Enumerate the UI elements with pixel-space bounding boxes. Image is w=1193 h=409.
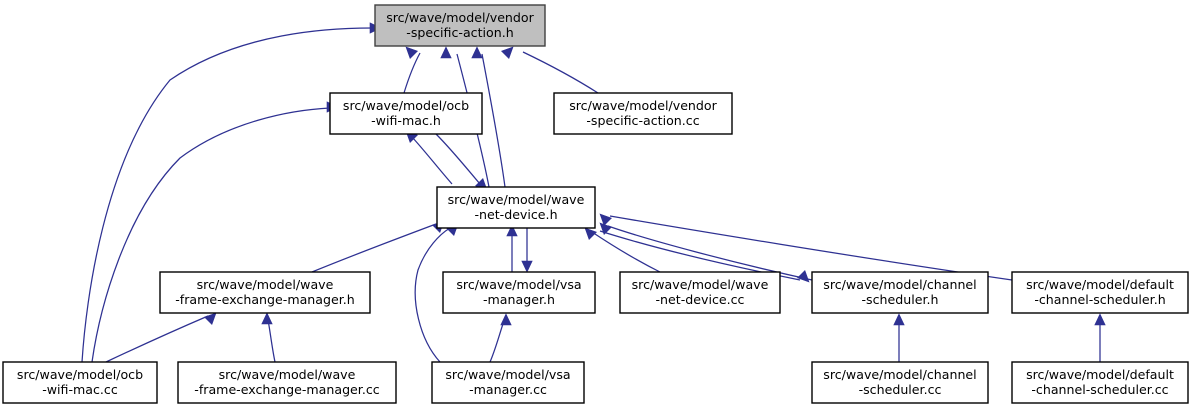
graph-node-wave-frame-exchange-manager-cc[interactable]: src/wave/model/wave-frame-exchange-manag…: [177, 361, 397, 404]
node-box[interactable]: [177, 361, 397, 404]
node-box[interactable]: [811, 271, 989, 314]
graph-edge: [91, 107, 331, 363]
arrow-head-icon: [599, 222, 613, 236]
graph-node-default-channel-scheduler-cc[interactable]: src/wave/model/default-channel-scheduler…: [1011, 361, 1189, 404]
node-box[interactable]: [159, 271, 371, 314]
arrow-head-icon: [599, 213, 613, 227]
node-box[interactable]: [431, 361, 585, 404]
node-box[interactable]: [329, 92, 483, 135]
graph-edge: [403, 52, 421, 94]
node-box[interactable]: [619, 271, 781, 314]
graph-nodes: src/wave/model/vendor-specific-action.h s…: [2, 4, 1189, 404]
graph-edge: [411, 136, 453, 185]
node-box[interactable]: [436, 186, 596, 229]
graph-edge: [607, 225, 813, 281]
graph-node-vendor-specific-action-h[interactable]: src/wave/model/vendor-specific-action.h: [374, 4, 546, 47]
arrow-head-icon: [440, 46, 452, 59]
arrow-head-icon: [1094, 313, 1106, 326]
node-box[interactable]: [2, 361, 158, 404]
graph-edge: [489, 320, 505, 363]
arrow-head-icon: [893, 313, 905, 326]
graph-edge: [311, 223, 437, 273]
graph-edge: [609, 215, 1013, 281]
graph-edge: [81, 27, 373, 363]
arrow-head-icon: [471, 46, 483, 59]
graph-node-vendor-specific-action-cc[interactable]: src/wave/model/vendor-specific-action.cc: [553, 92, 733, 135]
arrow-head-icon: [584, 227, 598, 241]
graph-node-ocb-wifi-mac-h[interactable]: src/wave/model/ocb-wifi-mac.h: [329, 92, 483, 135]
graph-node-channel-scheduler-cc[interactable]: src/wave/model/channel-scheduler.cc: [811, 361, 989, 404]
arrow-head-icon: [500, 46, 514, 60]
arrow-head-icon: [500, 313, 512, 326]
graph-edge: [435, 133, 481, 185]
graph-edge: [414, 227, 451, 363]
node-box[interactable]: [374, 4, 546, 47]
node-box[interactable]: [811, 361, 989, 404]
graph-node-vsa-manager-cc[interactable]: src/wave/model/vsa-manager.cc: [431, 361, 585, 404]
arrow-head-icon: [521, 260, 533, 273]
graph-node-wave-frame-exchange-manager-h[interactable]: src/wave/model/wave-frame-exchange-manag…: [159, 271, 371, 314]
arrow-head-icon: [203, 312, 217, 326]
graph-edge: [522, 51, 599, 94]
graph-edge: [481, 53, 506, 188]
graph-node-wave-net-device-h[interactable]: src/wave/model/wave-net-device.h: [436, 186, 596, 229]
graph-node-ocb-wifi-mac-cc[interactable]: src/wave/model/ocb-wifi-mac.cc: [2, 361, 158, 404]
node-box[interactable]: [553, 92, 733, 135]
arrow-head-icon: [506, 224, 518, 237]
graph-node-channel-scheduler-h[interactable]: src/wave/model/channel-scheduler.h: [811, 271, 989, 314]
graph-edge: [105, 315, 209, 363]
arrow-head-icon: [405, 46, 419, 60]
node-box[interactable]: [1011, 361, 1189, 404]
graph-node-wave-net-device-cc[interactable]: src/wave/model/wave-net-device.cc: [619, 271, 781, 314]
graph-node-vsa-manager-h[interactable]: src/wave/model/vsa-manager.h: [442, 271, 596, 314]
arrow-head-icon: [796, 269, 810, 283]
graph-edge: [267, 319, 276, 363]
node-box[interactable]: [1011, 271, 1189, 314]
node-box[interactable]: [442, 271, 596, 314]
graph-edge: [591, 231, 661, 273]
graph-node-default-channel-scheduler-h[interactable]: src/wave/model/default-channel-scheduler…: [1011, 271, 1189, 314]
arrow-head-icon: [261, 312, 273, 325]
